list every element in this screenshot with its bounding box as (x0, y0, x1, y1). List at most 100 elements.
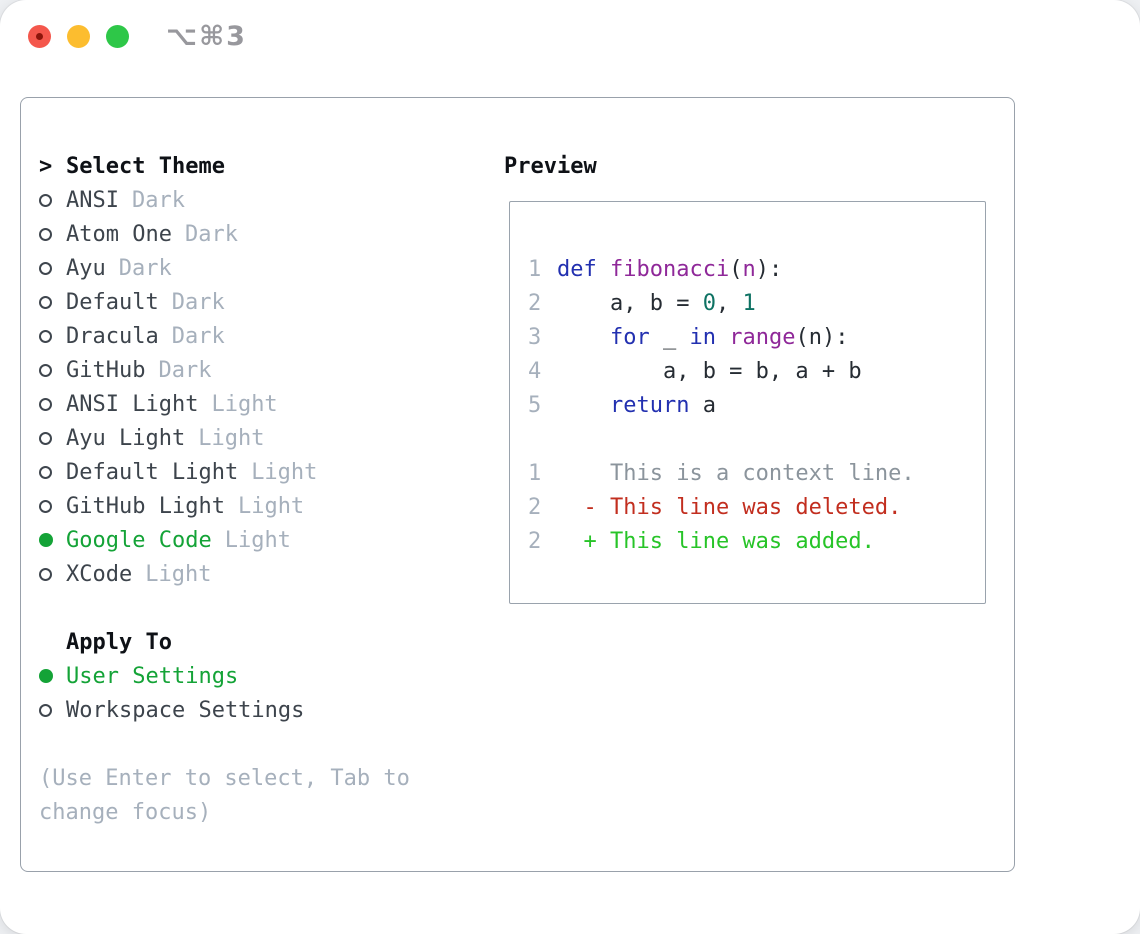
diff-text: - This line was deleted. (557, 494, 902, 520)
line-number: 4 (528, 358, 542, 384)
close-button[interactable] (28, 25, 51, 48)
theme-variant: Light (145, 561, 212, 587)
theme-name: Ayu Light (66, 425, 186, 451)
code-line: 4 a, b = b, a + b (528, 354, 985, 388)
hint-line-1: (Use Enter to select, Tab to (39, 765, 410, 791)
apply-option-user-settings[interactable]: User Settings (39, 659, 410, 693)
code-text: a, b = 0, 1 (557, 290, 756, 316)
diff-line-deleted: 2 - This line was deleted. (528, 490, 985, 524)
line-number: 2 (528, 290, 542, 316)
radio-icon (39, 193, 52, 207)
theme-variant: Dark (158, 357, 212, 383)
code-text: for _ in range(n): (609, 324, 849, 350)
theme-name: Default Light (66, 459, 239, 485)
theme-option-github-light[interactable]: GitHub Light Light (39, 489, 410, 523)
theme-option-default-light[interactable]: Default Light Light (39, 455, 410, 489)
radio-icon (39, 329, 52, 343)
theme-name: GitHub Light (66, 493, 225, 519)
caret-icon: > (39, 153, 53, 179)
close-dot-icon (36, 33, 43, 40)
zoom-button[interactable] (106, 25, 129, 48)
theme-name: ANSI Light (66, 391, 199, 417)
preview-title: Preview (504, 153, 597, 179)
diff-text: + This line was added. (557, 528, 875, 554)
theme-option-default[interactable]: Default Dark (39, 285, 410, 319)
radio-icon (39, 703, 52, 717)
theme-option-atom-one[interactable]: Atom One Dark (39, 217, 410, 251)
code-text: a, b = b, a + b (557, 358, 862, 384)
line-number: 1 (528, 460, 542, 486)
theme-variant: Dark (171, 323, 225, 349)
radio-icon (39, 363, 52, 377)
theme-variant: Dark (118, 255, 172, 281)
theme-option-ayu[interactable]: Ayu Dark (39, 251, 410, 285)
radio-icon (39, 295, 52, 309)
theme-name: XCode (66, 561, 133, 587)
theme-name: ANSI (66, 187, 119, 213)
radio-icon (39, 261, 52, 275)
radio-icon (39, 499, 52, 513)
radio-icon (39, 431, 52, 445)
theme-option-github[interactable]: GitHub Dark (39, 353, 410, 387)
diff-line-added: 2 + This line was added. (528, 524, 985, 558)
theme-name: Google Code (66, 527, 212, 553)
theme-option-ansi-light[interactable]: ANSI Light Light (39, 387, 410, 421)
radio-selected-icon (39, 669, 53, 683)
theme-variant: Light (251, 459, 318, 485)
code-line: 2 a, b = 0, 1 (528, 286, 985, 320)
diff-line-context: 1 This is a context line. (528, 456, 985, 490)
theme-name: Default (66, 289, 159, 315)
apply-option-label: Workspace Settings (66, 697, 305, 723)
theme-option-ayu-light[interactable]: Ayu Light Light (39, 421, 410, 455)
blank-line (528, 422, 985, 456)
diff-text: This is a context line. (557, 460, 915, 486)
code-line: 3 for _ in range(n): (528, 320, 985, 354)
line-number: 2 (528, 528, 542, 554)
minimize-button[interactable] (67, 25, 90, 48)
window-title-shortcut: ⌥⌘3 (166, 21, 247, 52)
radio-icon (39, 397, 52, 411)
theme-variant: Dark (184, 221, 238, 247)
theme-variant: Light (198, 425, 265, 451)
code-line: 5 return a (528, 388, 985, 422)
theme-option-ansi[interactable]: ANSI Dark (39, 183, 410, 217)
window-controls (28, 25, 129, 48)
line-number: 2 (528, 494, 542, 520)
theme-option-xcode[interactable]: XCode Light (39, 557, 410, 591)
theme-name: Atom One (66, 221, 172, 247)
line-number: 5 (528, 392, 542, 418)
line-number: 3 (528, 324, 542, 350)
code-text: def fibonacci(n): (557, 256, 783, 282)
apply-option-workspace-settings[interactable]: Workspace Settings (39, 693, 410, 727)
theme-name: Dracula (66, 323, 159, 349)
spacer-row (39, 727, 410, 761)
apply-to-header: Apply To (66, 629, 172, 655)
hint-line-2: change focus) (39, 799, 212, 825)
apply-option-label: User Settings (66, 663, 239, 689)
radio-icon (39, 465, 52, 479)
theme-variant: Light (211, 391, 278, 417)
theme-option-dracula[interactable]: Dracula Dark (39, 319, 410, 353)
radio-icon (39, 567, 52, 581)
theme-name: Ayu (66, 255, 106, 281)
line-number: 1 (528, 256, 542, 282)
theme-variant: Dark (171, 289, 225, 315)
radio-selected-icon (39, 533, 53, 547)
radio-icon (39, 227, 52, 241)
code-line: 1 def fibonacci(n): (528, 252, 985, 286)
select-theme-label: Select Theme (66, 153, 225, 179)
theme-variant: Light (237, 493, 305, 519)
theme-name: GitHub (66, 357, 146, 383)
theme-variant: Light (224, 527, 291, 553)
select-theme-header: > Select Theme (39, 149, 410, 183)
code-text: return a (609, 392, 716, 418)
theme-option-google-code[interactable]: Google Code Light (39, 523, 410, 557)
theme-variant: Dark (131, 187, 185, 213)
